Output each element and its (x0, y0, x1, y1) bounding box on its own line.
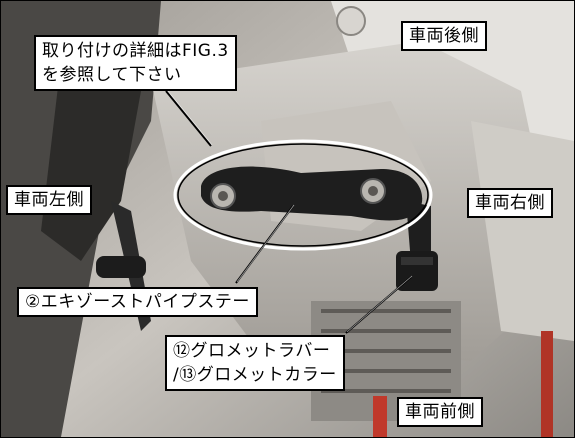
callout-install-detail-line-2: を参照して下さい (42, 65, 182, 85)
leader-install-detail (165, 90, 212, 147)
callout-vehicle-right: 車両右側 (467, 188, 553, 218)
callout-vehicle-front: 車両前側 (397, 397, 483, 427)
callout-vehicle-rear: 車両後側 (401, 21, 487, 51)
highlight-ellipse (173, 139, 433, 251)
callout-install-detail: 取り付けの詳細はFIG.3 を参照して下さい (34, 35, 237, 91)
callout-grommet-line-1: ⑫グロメットラバー (173, 341, 331, 361)
callout-install-detail-line-1: 取り付けの詳細はFIG.3 (42, 41, 229, 61)
callout-vehicle-left: 車両左側 (6, 185, 92, 215)
red-part-1 (373, 396, 387, 437)
callout-grommet: ⑫グロメットラバー /⑬グロメットカラー (165, 335, 345, 391)
red-part-2 (541, 331, 553, 437)
callout-exhaust-stay: ②エキゾーストパイプステー (17, 287, 258, 317)
callout-grommet-line-2: /⑬グロメットカラー (173, 365, 337, 385)
